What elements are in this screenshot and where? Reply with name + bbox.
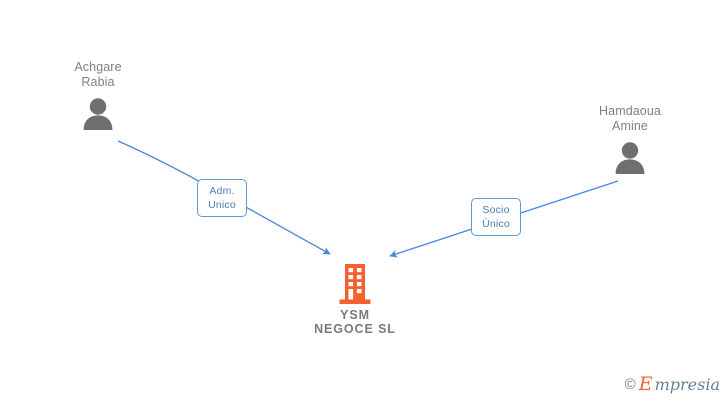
edge-label-adm-unico[interactable]: Adm. Unico [197, 179, 247, 217]
node-company-ysm-negoce-sl[interactable]: YSM NEGOCE SL [270, 263, 440, 336]
person-right-label: Hamdaoua Amine [599, 104, 661, 133]
edge-label-socio-unico[interactable]: Socio Único [471, 198, 521, 236]
watermark-empresia: © E mpresia [625, 375, 720, 394]
person-icon [570, 140, 690, 174]
person-icon [38, 96, 158, 130]
node-person-hamdaoua-amine[interactable]: Hamdaoua Amine [570, 104, 690, 174]
company-label: YSM NEGOCE SL [314, 308, 396, 336]
node-person-achgare-rabia[interactable]: Achgare Rabia [38, 60, 158, 130]
brand-name: mpresia [654, 374, 720, 394]
person-left-label: Achgare Rabia [74, 60, 122, 89]
copyright-icon: © [624, 376, 636, 393]
building-icon [270, 263, 440, 305]
brand-initial: E [638, 373, 653, 395]
